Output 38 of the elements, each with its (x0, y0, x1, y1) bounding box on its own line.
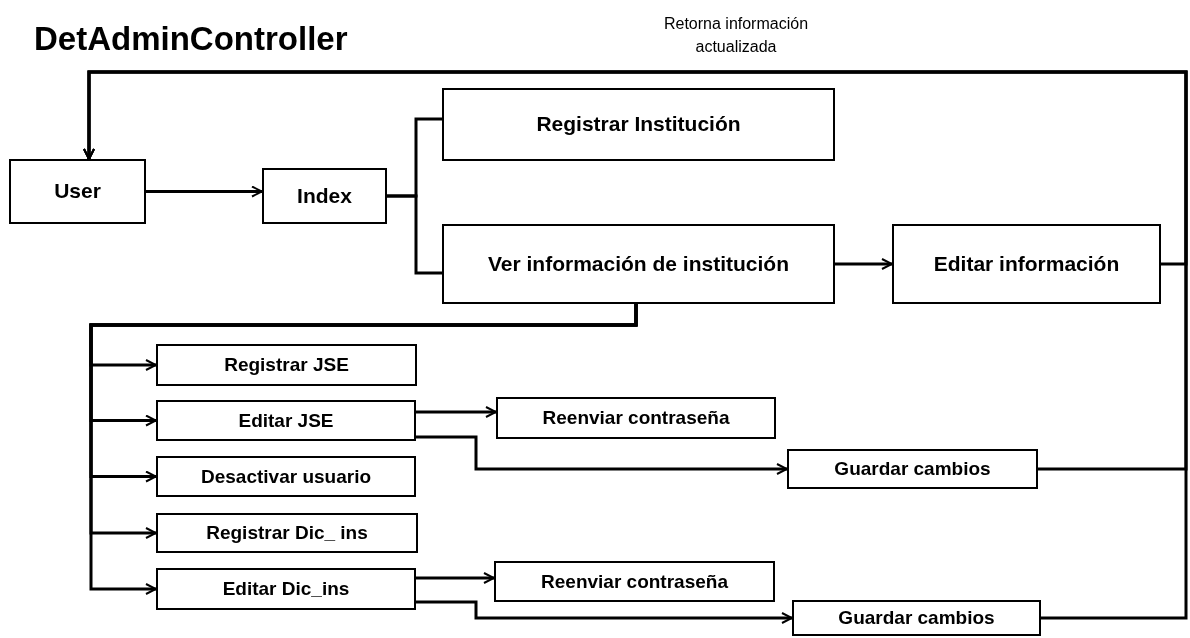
box-label: Index (297, 182, 352, 209)
diagram-title: DetAdminController (34, 19, 348, 59)
process-box (156, 568, 416, 610)
arrow (89, 304, 638, 595)
box-label: User (54, 178, 101, 205)
box-label: Guardar cambios (834, 457, 991, 481)
process-box (9, 159, 146, 224)
process-box (156, 456, 416, 497)
process-box (262, 168, 387, 224)
process-box (892, 224, 1161, 304)
arrow (416, 572, 495, 584)
arrow (416, 600, 793, 624)
process-box (787, 449, 1038, 489)
box-label: Editar Dic_ins (222, 577, 350, 601)
box-label: Ver información de institución (487, 250, 789, 277)
box-label: Guardar cambios (838, 606, 995, 630)
process-box (496, 397, 776, 439)
box-label: Desactivar usuario (201, 464, 371, 489)
arrow (416, 435, 788, 475)
arrow (83, 70, 1188, 620)
process-box (156, 344, 417, 386)
arrow (835, 258, 893, 270)
box-label: Registrar Institución (536, 111, 741, 138)
box-label: Editar JSE (238, 408, 334, 433)
process-box (442, 224, 835, 304)
process-box (792, 600, 1041, 636)
process-box (494, 561, 775, 602)
box-label: Registrar Dic_ ins (206, 521, 368, 545)
box-label: Editar información (933, 250, 1120, 277)
process-box (442, 88, 835, 161)
box-label: Reenviar contraseña (542, 406, 730, 430)
arrow (416, 406, 497, 418)
connector-line (387, 194, 442, 275)
box-label: Registrar JSE (224, 353, 349, 377)
box-label: Reenviar contraseña (541, 569, 728, 594)
process-box (156, 513, 418, 553)
arrow (146, 185, 263, 198)
process-box (156, 400, 416, 441)
